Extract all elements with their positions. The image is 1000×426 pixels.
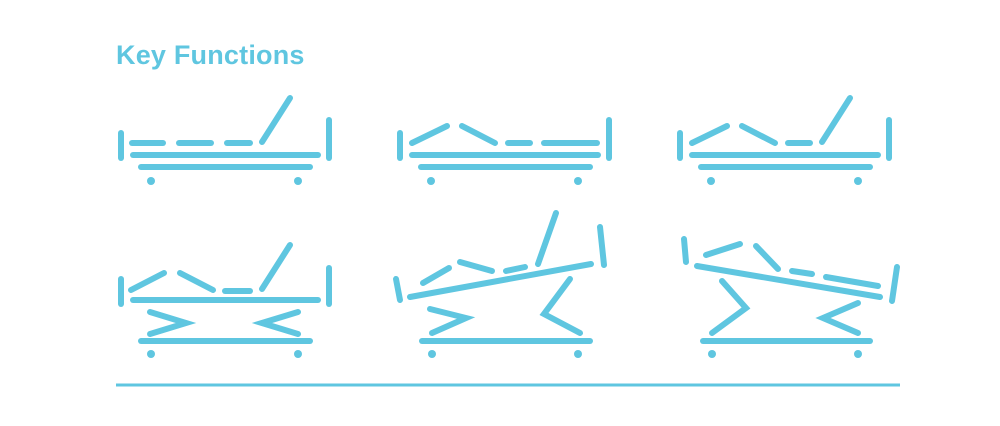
bed-position-height-raised	[118, 242, 332, 358]
bed-lift-scissor	[815, 300, 861, 336]
bed-mattress-segment	[128, 270, 167, 293]
bed-wheel	[854, 350, 862, 358]
bed-wheel	[707, 177, 715, 185]
bed-mattress-segment	[503, 264, 528, 274]
bed-position-back-raised	[118, 95, 332, 185]
bed-lift-scissor	[427, 306, 476, 336]
bed-lift-scissor	[147, 309, 197, 337]
bed-mattress-segment	[739, 123, 778, 146]
bed-mattress-segment	[753, 243, 781, 272]
bed-position-reverse-trendelenburg	[681, 236, 900, 358]
bed-backrest	[819, 95, 853, 145]
bed-backrest	[535, 210, 559, 267]
bed-frame	[407, 261, 594, 300]
bed-lift-scissor	[709, 278, 751, 336]
bed-backrest	[259, 242, 293, 292]
bed-mattress-segment	[177, 270, 216, 293]
bed-position-knee-raised	[397, 117, 612, 185]
bed-mattress-segment	[689, 123, 730, 146]
bed-wheel	[147, 177, 155, 185]
bed-mattress-segment	[457, 259, 495, 274]
bed-lift-scissor	[251, 309, 301, 337]
bed-wheel	[574, 177, 582, 185]
bed-wheel	[428, 350, 436, 358]
bed-headboard	[681, 236, 689, 265]
bed-frame	[694, 263, 883, 300]
bed-wheel	[854, 177, 862, 185]
bed-footboard	[597, 224, 607, 268]
bed-wheel	[427, 177, 435, 185]
bed-mattress-segment	[789, 268, 815, 277]
bed-wheel	[708, 350, 716, 358]
bed-mattress-segment	[703, 241, 743, 258]
bed-wheel	[574, 350, 582, 358]
bed-position-trendelenburg	[393, 210, 607, 358]
bed-lift-scissor	[539, 276, 583, 336]
bed-position-back-and-knee-raised	[677, 95, 892, 185]
bed-mattress-segment	[409, 123, 450, 146]
page-title: Key Functions	[116, 40, 305, 70]
bed-headboard	[393, 276, 403, 303]
bed-wheel	[147, 350, 155, 358]
bed-wheel	[294, 350, 302, 358]
bed-mattress-segment	[459, 123, 498, 146]
bed-mattress-segment	[420, 265, 452, 286]
bed-backrest	[259, 95, 293, 145]
bed-footboard	[889, 264, 900, 304]
bed-wheel	[294, 177, 302, 185]
bed-mattress-segment	[823, 274, 881, 289]
